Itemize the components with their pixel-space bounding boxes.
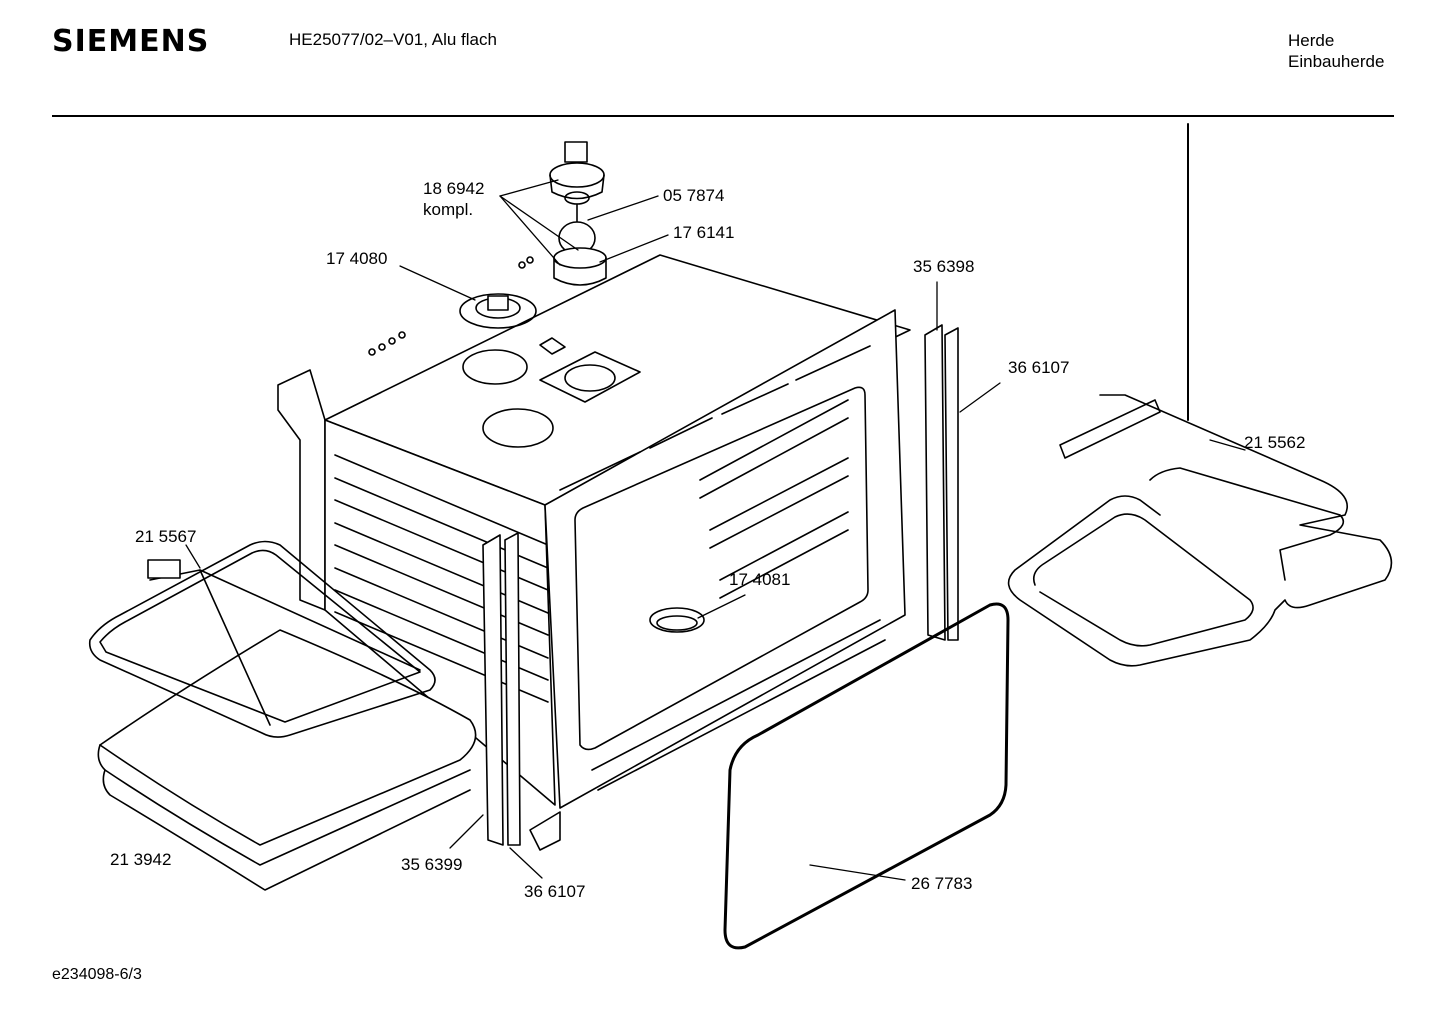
grill-heating-element (1007, 394, 1393, 667)
header-rule (52, 115, 1394, 117)
door-gasket (723, 602, 1010, 950)
part-label-174080: 17 4080 (326, 249, 388, 268)
part-label-267783: 26 7783 (911, 874, 973, 893)
part-label-366107-right: 36 6107 (1008, 358, 1070, 377)
part-label-215567: 21 5567 (135, 527, 197, 546)
leader-lines (185, 179, 1246, 881)
part-label-176141: 17 6141 (673, 223, 735, 242)
part-label-186942: 18 6942 (423, 179, 485, 198)
lower-heating-element (88, 540, 436, 738)
category-block: Herde Einbauherde (1288, 30, 1384, 72)
category-main: Herde (1288, 31, 1335, 50)
part-label-174081: 17 4081 (729, 570, 791, 589)
side-rail-right (924, 324, 959, 641)
part-label-057874: 05 7874 (663, 186, 725, 205)
part-label-215562: 21 5562 (1244, 433, 1306, 452)
part-label-186942-note: kompl. (423, 200, 474, 219)
oven-lamp (649, 607, 705, 633)
part-label-356398: 35 6398 (913, 257, 975, 276)
drawing-id: e234098-6/3 (52, 966, 142, 983)
part-label-356399: 35 6399 (401, 855, 463, 874)
top-fittings (368, 256, 641, 448)
side-rail-left (482, 532, 521, 846)
category-sub: Einbauherde (1288, 52, 1385, 71)
oven-cavity (277, 254, 911, 851)
insulation-mat (97, 629, 477, 891)
brand-logo: SIEMENS (52, 24, 210, 59)
fan-motor-assembly (549, 141, 607, 286)
model-number: HE25077/02–V01, Alu flach (289, 30, 497, 49)
part-label-366107-bottom: 36 6107 (524, 882, 586, 901)
part-label-213942: 21 3942 (110, 850, 172, 869)
